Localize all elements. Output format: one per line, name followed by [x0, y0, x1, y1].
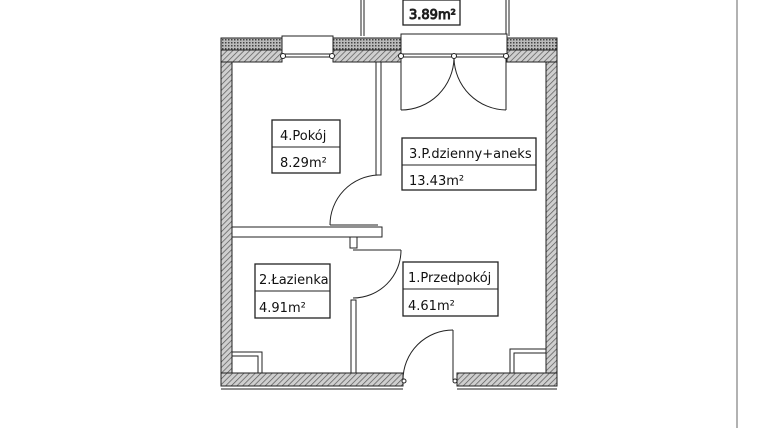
room-area: 8.29m²: [280, 156, 327, 171]
balcony-area: 3.89m²: [409, 8, 456, 23]
balcony: 3.89m²: [360, 0, 510, 36]
room-label-pokoj: 4.Pokój 8.29m²: [271, 119, 341, 174]
room-label-lazienka: 2.Łazienka 4.91m²: [254, 263, 331, 319]
exterior-walls: [220, 37, 558, 390]
room-label-pokoj-dzienny: 3.P.dzienny+aneks 13.43m²: [401, 137, 537, 191]
corner-fixtures: [232, 348, 546, 373]
interior-walls: [231, 61, 383, 374]
room-area: 4.61m²: [408, 299, 455, 314]
room-name: 1.Przedpokój: [408, 271, 491, 286]
balcony-door: [398, 33, 509, 111]
window: [280, 35, 335, 59]
room-label-przedpokoj: 1.Przedpokój 4.61m²: [402, 261, 499, 317]
room-name: 2.Łazienka: [259, 273, 329, 288]
room-name: 3.P.dzienny+aneks: [409, 147, 532, 162]
room-name: 4.Pokój: [280, 129, 326, 144]
room-area: 4.91m²: [259, 301, 306, 316]
room-area: 13.43m²: [409, 174, 464, 189]
room-doors: [329, 174, 458, 384]
